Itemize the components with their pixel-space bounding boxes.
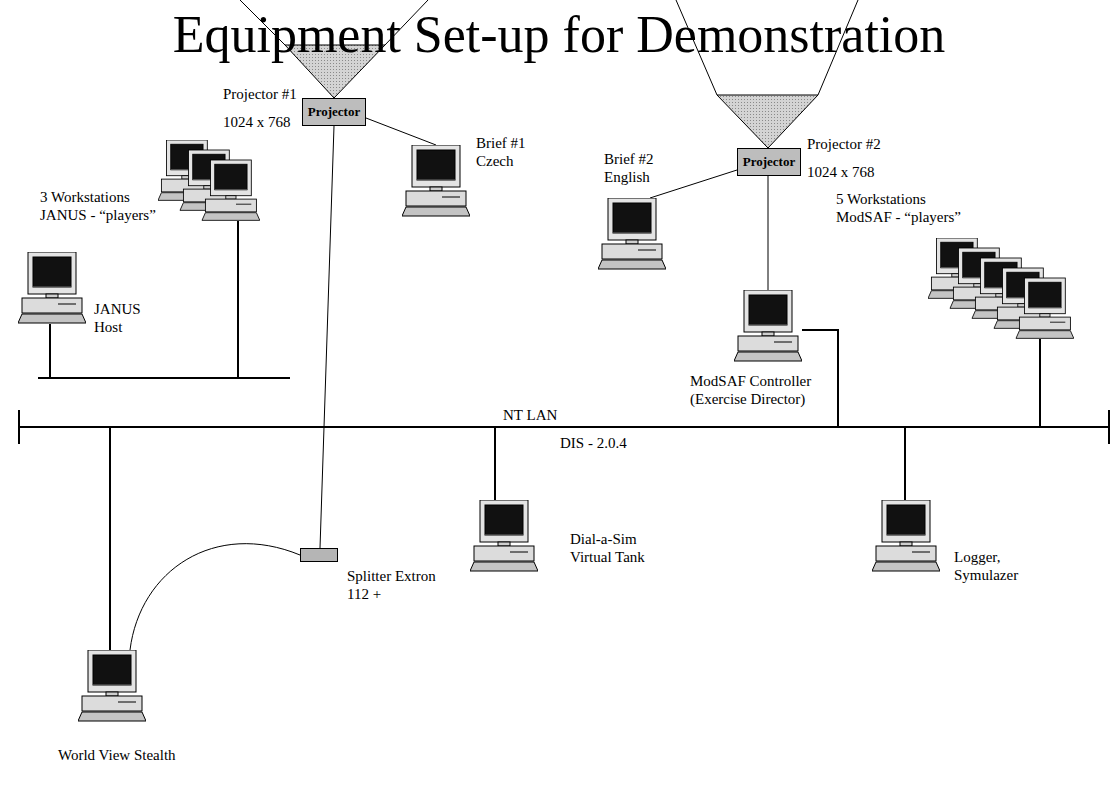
computer-symbol (78, 650, 146, 722)
video-cable (130, 544, 300, 650)
node-label: Projector #2 (807, 135, 881, 153)
computer-symbol (872, 500, 940, 572)
workstation-icon: JANUS Host (18, 252, 86, 324)
computer-symbol (18, 252, 86, 324)
lan-bus: NT LANDIS - 2.0.4 (18, 426, 1110, 428)
node-label: Dial-a-Sim Virtual Tank (570, 530, 670, 566)
computer-symbol (470, 500, 538, 572)
computer-symbol (734, 290, 802, 362)
node-label: 5 Workstations ModSAF - “players” (836, 190, 976, 226)
diagram-title: Equipment Set-up for Demonstration (0, 4, 1118, 66)
node-label: Projector #1 (223, 85, 297, 103)
node-label: Splitter Extron 112 + (347, 567, 447, 603)
node-label: Brief #1 Czech (476, 134, 538, 170)
node-label: DIS - 2.0.4 (560, 434, 627, 452)
workstation-icon: ModSAF Controller (Exercise Director) (734, 290, 802, 362)
node-label: Brief #2 English (604, 150, 666, 186)
node-label: ModSAF Controller (Exercise Director) (690, 372, 840, 408)
projection-cone (717, 95, 818, 148)
node-label: NT LAN (503, 406, 557, 424)
workstation-icon: Dial-a-Sim Virtual Tank (470, 500, 538, 572)
node-label: Logger, Symulazer (954, 548, 1044, 584)
workstation-icon: Brief #1 Czech (402, 145, 470, 217)
computer-symbol (598, 198, 666, 270)
node-label: JANUS Host (94, 300, 156, 336)
computer-symbol (928, 238, 1074, 339)
workstation-icon: Logger, Symulazer (872, 500, 940, 572)
computer-symbol (158, 140, 260, 221)
node-label: 1024 x 768 (223, 113, 291, 131)
workstation-group: 5 Workstations ModSAF - “players” (928, 238, 1074, 339)
projector-box: Projector #21024 x 768Projector (737, 148, 801, 176)
network-link (494, 428, 496, 500)
workstation-group: 3 Workstations JANUS - “players” (158, 140, 260, 221)
splitter-box: Splitter Extron 112 + (300, 548, 338, 562)
node-label: World View Stealth (58, 746, 176, 764)
projector-label: Projector (743, 154, 795, 170)
node-label: 3 Workstations JANUS - “players” (40, 188, 158, 224)
network-link (320, 126, 334, 548)
projector-label: Projector (308, 104, 360, 120)
computer-symbol (402, 145, 470, 217)
workstation-icon: Brief #2 English (598, 198, 666, 270)
node-label: 1024 x 768 (807, 163, 875, 181)
workstation-icon: World View Stealth (78, 650, 146, 722)
network-link (109, 428, 111, 650)
network-link (650, 170, 737, 198)
network-link (768, 176, 769, 290)
network-link (1039, 339, 1041, 426)
network-link (366, 118, 436, 145)
projector-box: Projector #11024 x 768Projector (302, 98, 366, 126)
network-link (904, 428, 906, 500)
